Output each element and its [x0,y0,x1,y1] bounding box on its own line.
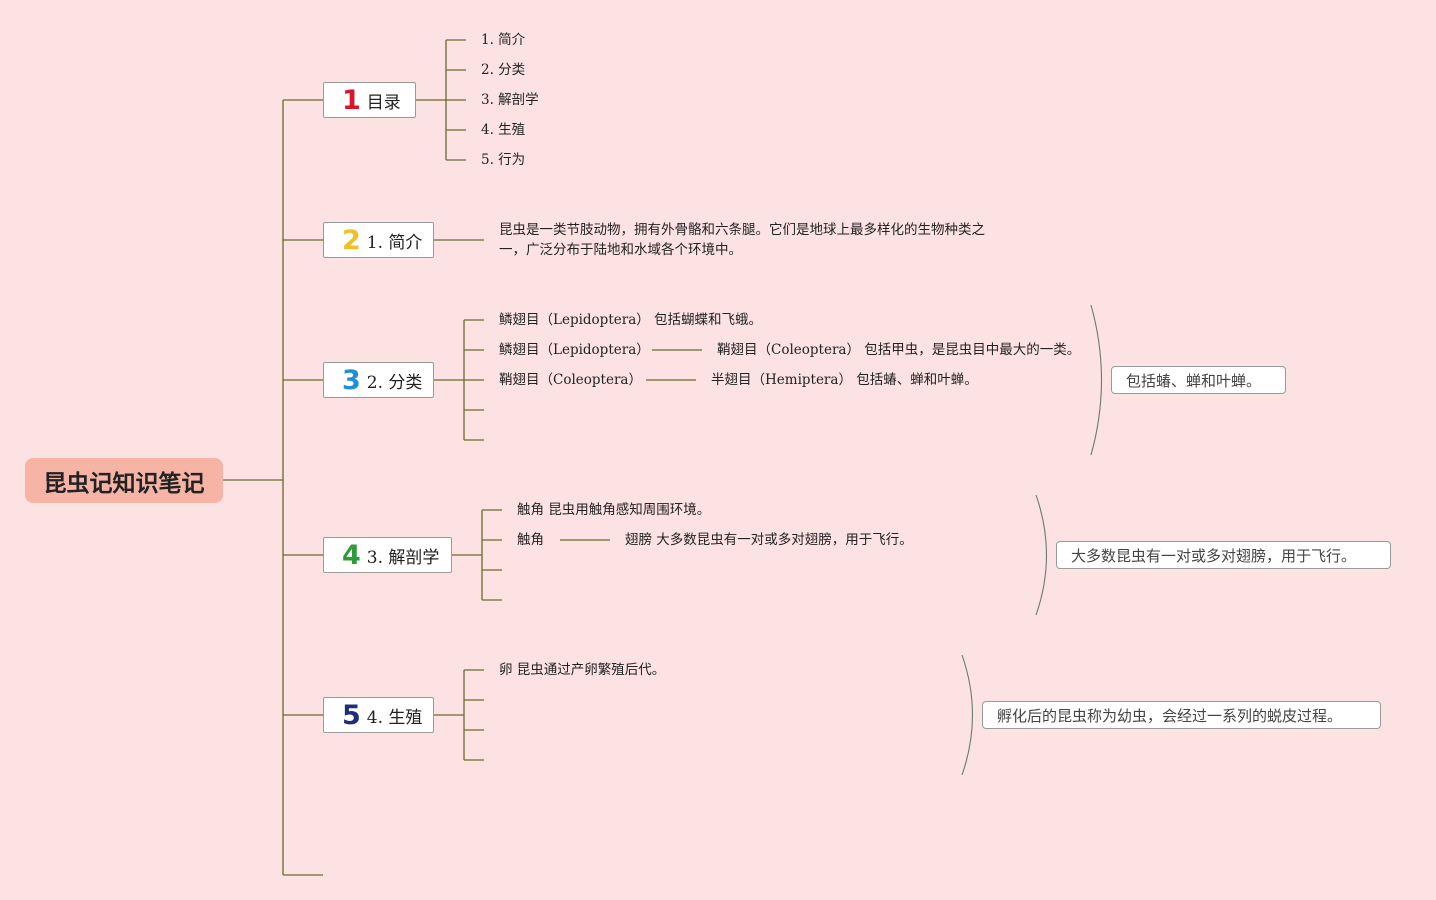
anatomy-item[interactable]: 触角 [517,532,544,548]
root-title: 昆虫记知识笔记 [43,470,205,497]
toc-item[interactable]: 1. 简介 [481,32,526,48]
number-2-icon: 2 [342,224,361,256]
toc-item[interactable]: 5. 行为 [481,152,526,168]
branch-label: 3. 解剖学 [366,547,440,568]
intro-text[interactable]: 昆虫是一类节肢动物，拥有外骨骼和六条腿。它们是地球上最多样化的生物种类之一，广泛… [499,222,985,258]
branch-anatomy[interactable]: 4 3. 解剖学 [323,537,452,573]
summary-text: 孵化后的昆虫称为幼虫，会经过一系列的蜕皮过程。 [997,706,1343,725]
reproduction-item[interactable]: 卵 昆虫通过产卵繁殖后代。 [499,662,666,678]
number-3-icon: 3 [342,364,361,396]
classification-subitem[interactable]: 半翅目（Hemiptera） 包括蝽、蝉和叶蝉。 [711,372,978,388]
branch-intro[interactable]: 2 1. 简介 [323,222,434,258]
anatomy-summary[interactable]: 大多数昆虫有一对或多对翅膀，用于飞行。 [1056,541,1391,569]
root-topic[interactable]: 昆虫记知识笔记 [25,458,223,503]
classification-item[interactable]: 鳞翅目（Lepidoptera） [499,342,650,358]
branch-classification[interactable]: 3 2. 分类 [323,362,434,398]
classification-item[interactable]: 鞘翅目（Coleoptera） [499,372,642,388]
anatomy-item[interactable]: 触角 昆虫用触角感知周围环境。 [517,502,711,518]
toc-item[interactable]: 3. 解剖学 [481,92,539,108]
branch-label: 4. 生殖 [366,707,423,728]
branch-label: 1. 简介 [366,232,423,253]
reproduction-summary[interactable]: 孵化后的昆虫称为幼虫，会经过一系列的蜕皮过程。 [982,701,1381,729]
toc-item[interactable]: 4. 生殖 [481,122,526,138]
classification-item[interactable]: 鳞翅目（Lepidoptera） 包括蝴蝶和飞蛾。 [499,312,763,328]
number-1-icon: 1 [342,84,361,116]
anatomy-subitem[interactable]: 翅膀 大多数昆虫有一对或多对翅膀，用于飞行。 [625,532,913,548]
branch-label: 2. 分类 [366,372,423,393]
summary-text: 大多数昆虫有一对或多对翅膀，用于飞行。 [1071,546,1357,565]
number-4-icon: 4 [342,539,361,571]
toc-item[interactable]: 2. 分类 [481,62,526,78]
number-5-icon: 5 [342,699,361,731]
branch-reproduction[interactable]: 5 4. 生殖 [323,697,434,733]
classification-summary[interactable]: 包括蝽、蝉和叶蝉。 [1111,366,1286,394]
summary-text: 包括蝽、蝉和叶蝉。 [1126,371,1262,390]
classification-subitem[interactable]: 鞘翅目（Coleoptera） 包括甲虫，是昆虫目中最大的一类。 [717,342,1081,358]
branch-label: 目录 [366,92,401,113]
branch-toc[interactable]: 1 目录 [323,82,416,118]
